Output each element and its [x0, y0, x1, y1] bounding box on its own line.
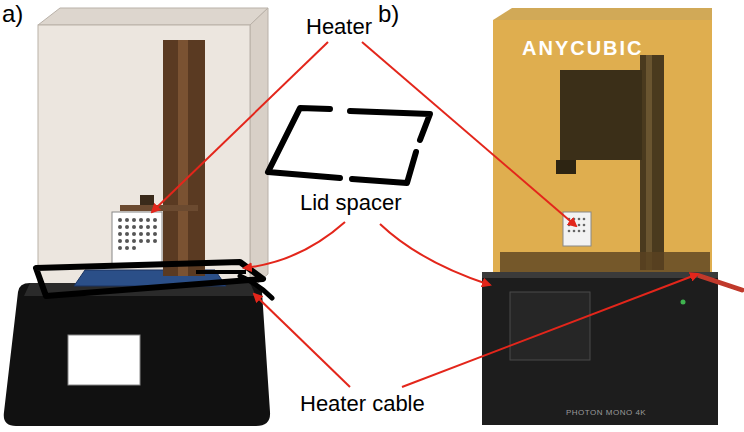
panel-letter: a) — [2, 2, 23, 26]
lead-screw — [646, 55, 652, 270]
printer-base — [4, 283, 270, 426]
spacer-bar — [196, 270, 246, 274]
heater-cable — [700, 276, 742, 290]
printer-base — [482, 272, 718, 425]
model-name: PHOTON MONO 4K — [566, 409, 646, 417]
base-edge — [482, 272, 718, 278]
callout-label: Lid spacer — [300, 192, 402, 214]
callout-label: Heater cable — [300, 393, 425, 415]
amber-lid — [493, 20, 712, 274]
z-column-rail — [178, 40, 188, 276]
lid-top — [38, 8, 268, 25]
lid-spacer-part — [268, 108, 430, 183]
heater-unit — [112, 212, 162, 266]
plate-knob — [556, 160, 576, 174]
build-head — [560, 70, 642, 160]
photo-printer — [482, 8, 742, 425]
lid-front — [38, 25, 250, 290]
z-axis — [640, 55, 664, 270]
lid-top — [493, 8, 712, 20]
heater-vents — [118, 218, 157, 250]
touch-screen — [68, 335, 140, 385]
z-column — [163, 40, 205, 276]
lid-spacer-frame — [36, 262, 263, 296]
plate-knob — [140, 195, 154, 205]
leader-arrow — [254, 294, 350, 387]
heater-unit — [563, 212, 591, 246]
leader-arrow — [380, 224, 490, 285]
panel-letter: b) — [378, 2, 399, 26]
leader-arrow — [152, 42, 328, 212]
spacer-segment — [268, 108, 340, 178]
vat-area — [500, 252, 710, 272]
touch-screen — [510, 292, 590, 360]
brand-logo: ANYCUBIC — [522, 38, 644, 58]
leader-arrows — [152, 42, 698, 387]
status-led — [681, 300, 686, 305]
leader-arrow — [244, 222, 345, 268]
callout-label: Heater — [306, 16, 372, 38]
spacer-segment — [350, 111, 430, 140]
spacer-segment — [352, 152, 416, 183]
lid-side — [250, 8, 268, 290]
leader-arrow — [402, 274, 698, 387]
rendered-printer — [4, 8, 272, 426]
